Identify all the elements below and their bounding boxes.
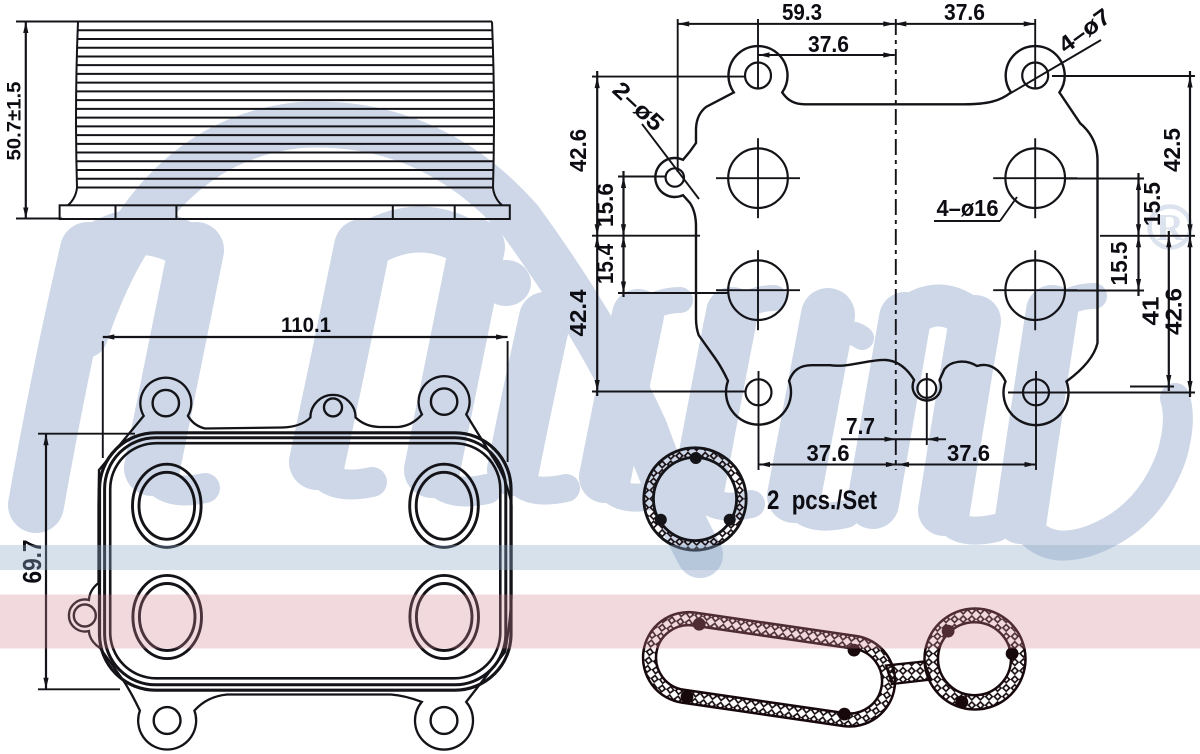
svg-text:15.5: 15.5 xyxy=(1139,182,1165,226)
svg-text:15.6: 15.6 xyxy=(592,183,618,227)
svg-text:42.6: 42.6 xyxy=(1161,288,1187,335)
svg-text:R: R xyxy=(1156,207,1184,249)
svg-text:42.4: 42.4 xyxy=(565,289,591,336)
svg-text:37.6: 37.6 xyxy=(944,0,985,25)
svg-text:4–ø16: 4–ø16 xyxy=(937,195,999,221)
svg-text:37.6: 37.6 xyxy=(807,440,850,466)
svg-text:37.6: 37.6 xyxy=(947,440,990,466)
svg-text:42.6: 42.6 xyxy=(565,129,591,172)
svg-text:50.7±1.5: 50.7±1.5 xyxy=(5,81,26,160)
svg-text:37.6: 37.6 xyxy=(808,31,849,57)
svg-text:42.5: 42.5 xyxy=(1159,128,1185,172)
svg-text:2 pcs./Set: 2 pcs./Set xyxy=(767,485,877,515)
svg-text:59.3: 59.3 xyxy=(782,0,822,25)
svg-text:7.7: 7.7 xyxy=(846,413,875,439)
svg-text:41: 41 xyxy=(1138,296,1164,325)
svg-text:110.1: 110.1 xyxy=(281,314,331,337)
svg-text:15.5: 15.5 xyxy=(1106,241,1132,285)
svg-text:69.7: 69.7 xyxy=(17,540,47,584)
svg-text:15.4: 15.4 xyxy=(592,244,618,284)
